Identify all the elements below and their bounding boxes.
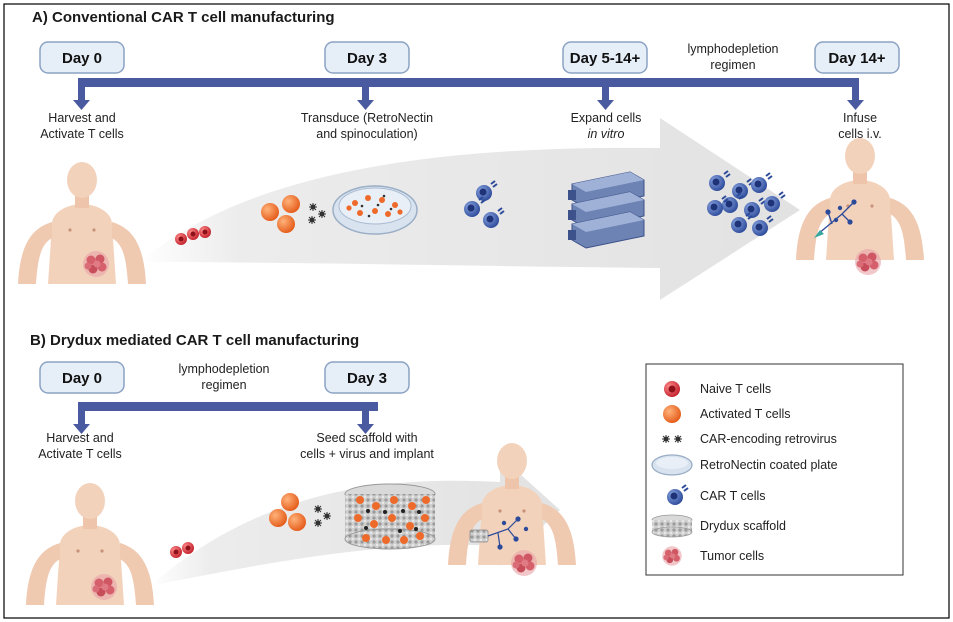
panel-a-day-14-box: Day 14+ (814, 41, 900, 74)
legend-item-activated: Activated T cells (663, 405, 791, 423)
panel-b-activated-cells (269, 493, 306, 531)
panel-a-harvest-line-1: Harvest and (48, 111, 115, 125)
panel-a-day-0: Day 0 (62, 50, 102, 67)
panel-b-lymphodepletion-line-2: regimen (201, 378, 246, 392)
panel-a-day-3: Day 3 (347, 50, 387, 67)
legend-label-plate: RetroNectin coated plate (700, 458, 838, 472)
panel-b-harvest-line-2: Activate T cells (38, 447, 122, 461)
panel-b-harvest-line-1: Harvest and (46, 431, 113, 445)
panel-b-timeline-ticks (73, 402, 374, 434)
figure-frame (3, 3, 950, 619)
scaffold-icon (651, 514, 693, 538)
panel-b-title: B) Drydux mediated CAR T cell manufactur… (30, 332, 359, 349)
panel-a-lymphodepletion-line-2: regimen (710, 58, 755, 72)
legend-label-tumor: Tumor cells (700, 549, 764, 563)
panel-a-expand-line-2: in vitro (588, 127, 625, 141)
activated-t-cell-icon (663, 405, 681, 423)
panel-b-day-3-box: Day 3 (324, 361, 410, 394)
panel-b-seed-line-2: cells + virus and implant (300, 447, 434, 461)
naive-t-cell-icon (664, 381, 680, 397)
panel-a-harvest-line-2: Activate T cells (40, 127, 124, 141)
legend-label-car-t: CAR T cells (700, 489, 766, 503)
legend-item-car-t: CAR T cells (666, 484, 766, 506)
panel-b-drydux-scaffold (344, 483, 436, 550)
panel-a-day-3-box: Day 3 (324, 41, 410, 74)
panel-a-expand-line-1: Expand cells (571, 111, 642, 125)
panel-a-infuse-line-1: Infuse (843, 111, 877, 125)
panel-b-seed-line-1: Seed scaffold with (316, 431, 417, 445)
legend-label-activated: Activated T cells (700, 407, 791, 421)
panel-a-retronectin-plate (332, 185, 418, 235)
legend-label-naive: Naive T cells (700, 382, 771, 396)
panel-b-lymphodepletion-line-1: lymphodepletion (178, 362, 269, 376)
legend-label-retrovirus: CAR-encoding retrovirus (700, 432, 837, 446)
panel-b-day-0: Day 0 (62, 370, 102, 387)
legend-item-plate: RetroNectin coated plate (651, 454, 838, 476)
legend-item-tumor: Tumor cells (662, 546, 764, 566)
panel-a-timeline-ticks (73, 78, 864, 110)
panel-b-patient-implant (448, 443, 576, 576)
panel-b-day-3: Day 3 (347, 370, 387, 387)
panel-b-naive-cells (170, 542, 194, 558)
panel-a-lymphodepletion-line-1: lymphodepletion (687, 42, 778, 56)
panel-a-naive-cells (175, 226, 211, 245)
tumor-cell-icon (662, 546, 682, 566)
panel-a-title: A) Conventional CAR T cell manufacturing (32, 9, 335, 26)
panel-a-day-0-box: Day 0 (39, 41, 125, 74)
panel-a-activated-cells (261, 195, 300, 233)
panel-b-day-0-box: Day 0 (39, 361, 125, 394)
panel-a-transduce-line-2: and spinoculation) (316, 127, 417, 141)
panel-a-patient-infuse (796, 138, 924, 275)
plate-icon (651, 454, 693, 476)
legend-label-scaffold: Drydux scaffold (700, 519, 786, 533)
panel-a-patient-harvest (18, 162, 146, 284)
legend-item-scaffold: Drydux scaffold (651, 514, 786, 538)
panel-a-day-5-14-box: Day 5-14+ (562, 41, 648, 74)
panel-a-infuse-line-2: cells i.v. (838, 127, 882, 141)
panel-b-timeline (78, 402, 378, 411)
panel-a-culture-flasks (568, 171, 645, 249)
panel-a-day-5-14: Day 5-14+ (570, 50, 641, 67)
panel-a-day-14: Day 14+ (828, 50, 885, 67)
legend-item-retrovirus: CAR-encoding retrovirus (661, 432, 837, 446)
panel-a-timeline (78, 78, 858, 87)
panel-a-transduce-line-1: Transduce (RetroNectin (301, 111, 433, 125)
panel-b-patient-harvest (26, 483, 154, 605)
legend-item-naive: Naive T cells (664, 381, 771, 397)
